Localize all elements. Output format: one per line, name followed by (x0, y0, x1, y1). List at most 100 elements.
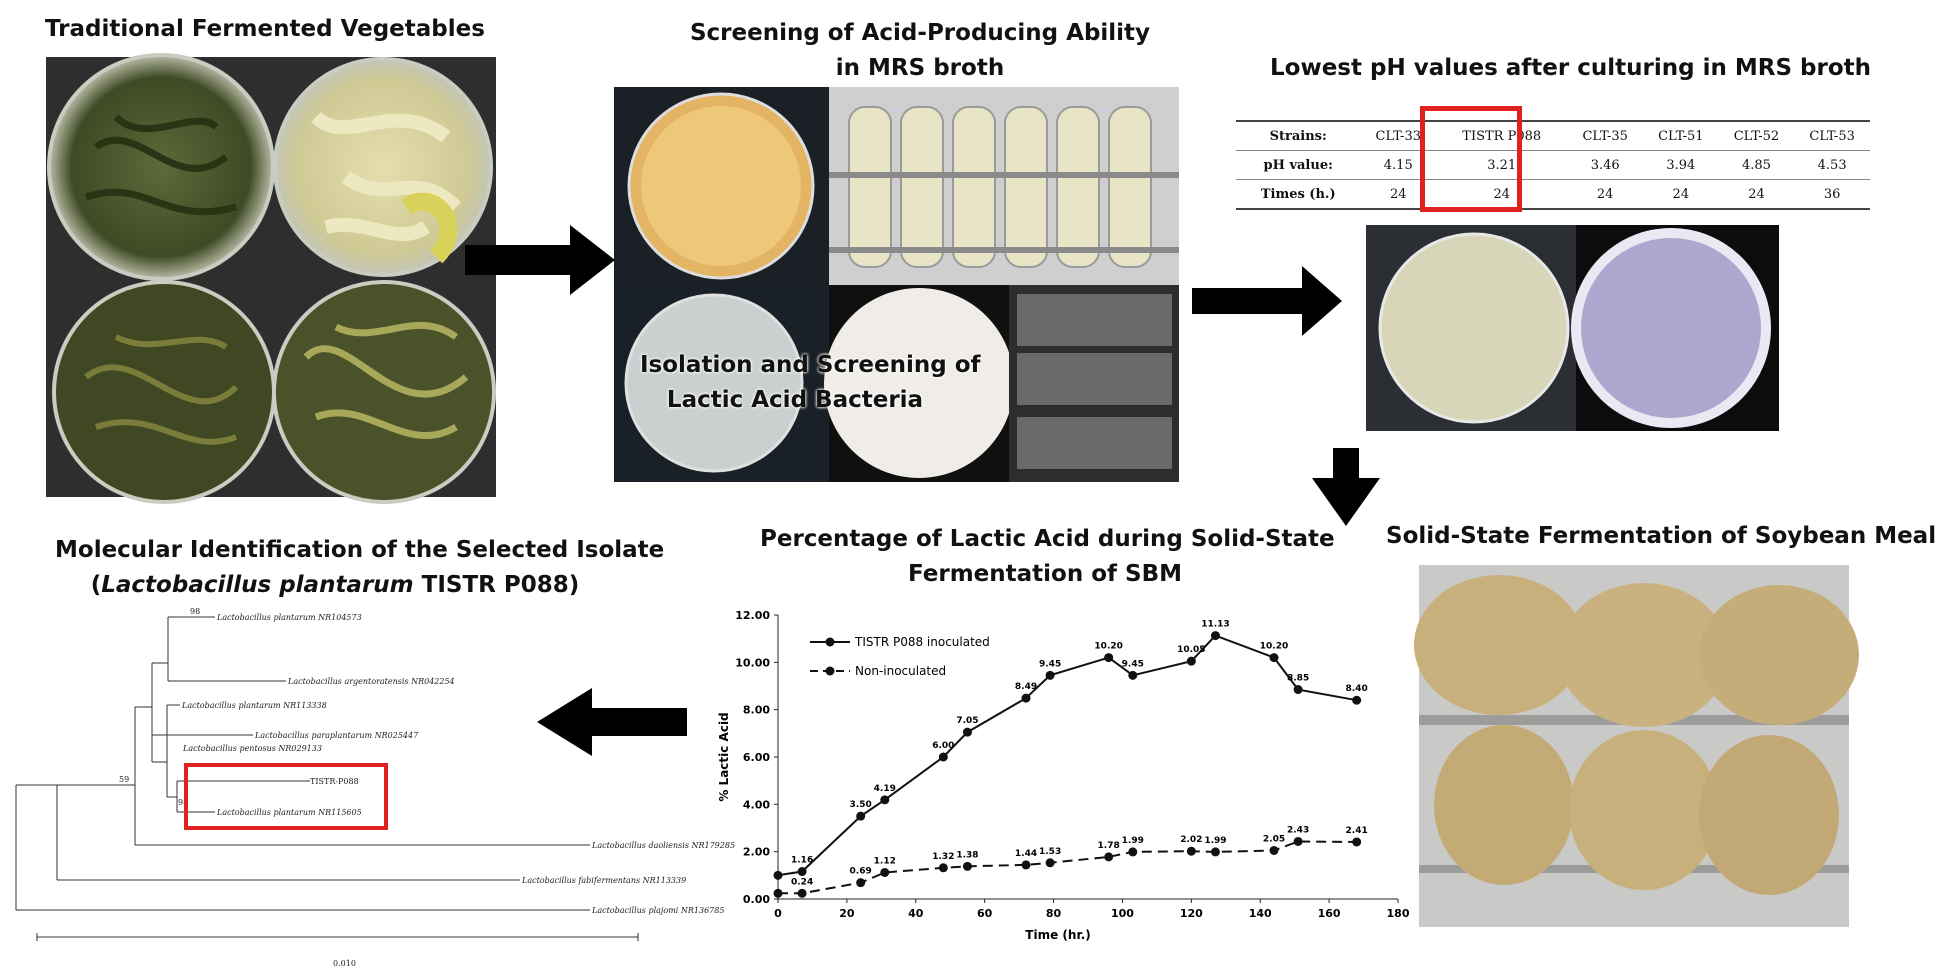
data-label: 8.40 (1346, 684, 1368, 694)
lactic-chart-title: Percentage of Lactic Acid during Solid-S… (760, 522, 1335, 592)
data-point (1352, 837, 1362, 847)
taxon-label: Lactobacillus fabifermentans NR113339 (521, 876, 686, 885)
data-label: 7.05 (956, 716, 978, 726)
table-cell: 3.46 (1567, 150, 1643, 180)
x-tick-label: 120 (1180, 907, 1203, 920)
table-cell: CLT-52 (1718, 120, 1795, 151)
table-cell: 3.94 (1643, 150, 1719, 180)
data-point (856, 878, 866, 888)
table-cell: 24 (1436, 179, 1568, 210)
arrow-right-icon (465, 225, 615, 295)
data-point (1269, 653, 1279, 663)
table-cell: 24 (1718, 179, 1795, 210)
acid-screening-title: Screening of Acid-Producing Ability in M… (650, 16, 1190, 86)
bootstrap-label: 98 (190, 607, 200, 616)
data-label: 2.05 (1263, 834, 1285, 844)
molecular-title-line1: Molecular Identification of the Selected… (55, 537, 665, 563)
data-label: 1.12 (874, 856, 896, 866)
data-point (1210, 631, 1220, 641)
data-label: 11.13 (1201, 620, 1229, 630)
table-cell: Times (h.) (1236, 179, 1361, 210)
soybean-meal-photo (1414, 565, 1859, 927)
table-cell: 3.21 (1436, 150, 1568, 180)
isolation-title-line1: Isolation and Screening of (640, 352, 981, 378)
data-point (938, 863, 948, 873)
arrow-down-icon (1312, 448, 1380, 526)
data-point (1045, 670, 1055, 680)
phylogenetic-tree: Lactobacillus plantarum NR104573 Lactoba… (15, 607, 735, 968)
y-tick-label: 2.00 (743, 846, 770, 859)
data-point (1293, 836, 1303, 846)
data-point (1352, 695, 1362, 705)
data-label: 9.45 (1122, 659, 1144, 669)
table-cell: 36 (1794, 179, 1870, 210)
acid-screening-title-line2: in MRS broth (835, 55, 1005, 81)
data-point (1293, 685, 1303, 695)
data-point (938, 752, 948, 762)
taxon-label: Lactobacillus plantarum NR113338 (181, 701, 327, 710)
acid-screening-drawing (614, 87, 1179, 482)
data-point (1128, 847, 1138, 857)
table-cell: Strains: (1236, 120, 1361, 151)
data-label: 1.53 (1039, 847, 1061, 857)
taxon-label: Lactobacillus paraplantarum NR025447 (254, 731, 419, 740)
taxon-label: Lactobacillus plantarum NR115605 (216, 808, 362, 817)
data-point (856, 811, 866, 821)
x-tick-label: 160 (1318, 907, 1341, 920)
y-tick-label: 0.00 (743, 893, 770, 906)
data-label: 6.00 (932, 741, 954, 751)
arrow-right-icon (1192, 266, 1342, 336)
taxon-label: Lactobacillus pentosus NR029133 (182, 744, 322, 753)
colony-stain-photo (1366, 225, 1779, 431)
acid-screening-title-line1: Screening of Acid-Producing Ability (689, 20, 1151, 46)
data-label: 1.99 (1122, 836, 1144, 846)
soybean-meal-drawing (1414, 565, 1859, 927)
taxon-label: Lactobacillus daoliensis NR179285 (591, 841, 735, 850)
data-point (1104, 852, 1114, 862)
x-tick-label: 20 (839, 907, 855, 920)
table-cell: CLT-51 (1643, 120, 1719, 151)
legend-marker (825, 637, 835, 647)
lactic-chart-title-line1: Percentage of Lactic Acid during Solid-S… (760, 526, 1335, 552)
data-label: 0.24 (791, 877, 813, 887)
fermented-vegetables-title: Traditional Fermented Vegetables (45, 16, 485, 42)
data-label: 1.78 (1098, 841, 1120, 851)
table-cell: pH value: (1236, 150, 1361, 180)
data-point (797, 867, 807, 877)
taxon-label: TISTR-P088 (310, 777, 359, 786)
x-tick-label: 60 (977, 907, 993, 920)
molecular-title-line2: (Lactobacillus plantarum TISTR P088) (90, 572, 580, 598)
acid-screening-photo (614, 87, 1179, 482)
data-label: 0.69 (850, 867, 872, 877)
table-cell: 24 (1567, 179, 1643, 210)
data-point (1269, 845, 1279, 855)
scale-bar-label: 0.010 (333, 959, 356, 968)
lowest-ph-title: Lowest pH values after culturing in MRS … (1270, 55, 1871, 81)
data-point (1186, 656, 1196, 666)
taxon-label: Lactobacillus plajomi NR136785 (591, 906, 724, 915)
data-point (962, 727, 972, 737)
ph-highlight-box (1420, 106, 1522, 212)
fermented-vegetables-drawing (47, 53, 496, 504)
isolation-title-line2: Lactic Acid Bacteria (666, 387, 924, 413)
data-point (1210, 847, 1220, 857)
data-label: 10.05 (1177, 645, 1205, 655)
x-axis-label: Time (hr.) (1025, 928, 1090, 942)
bootstrap-label: 59 (119, 775, 129, 784)
ssf-title: Solid-State Fermentation of Soybean Meal (1386, 523, 1936, 549)
tree-highlight-box (184, 763, 388, 830)
data-label: 1.38 (956, 850, 978, 860)
table-cell: CLT-35 (1567, 120, 1643, 151)
taxon-label: Lactobacillus plantarum NR104573 (216, 613, 362, 622)
isolation-title: Isolation and Screening of Lactic Acid B… (640, 348, 981, 418)
x-tick-label: 80 (1046, 907, 1062, 920)
data-point (1128, 670, 1138, 680)
y-axis-label: % Lactic Acid (717, 712, 731, 801)
taxon-label: Lactobacillus argentoratensis NR042254 (287, 677, 455, 686)
x-tick-label: 140 (1249, 907, 1272, 920)
data-label: 1.32 (932, 852, 954, 862)
y-tick-label: 8.00 (743, 704, 770, 717)
tree-branches (15, 616, 639, 941)
data-label: 2.43 (1287, 825, 1309, 835)
